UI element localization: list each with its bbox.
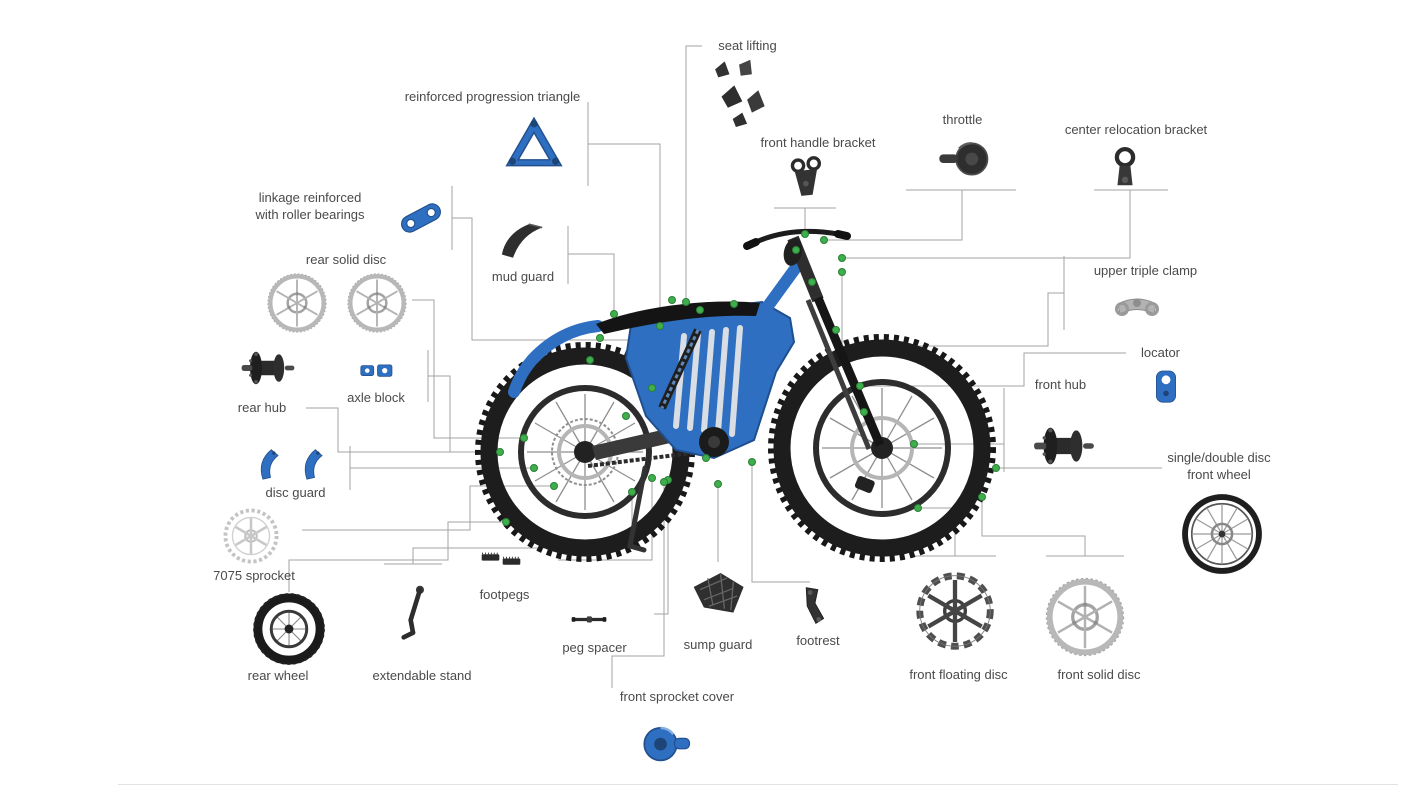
leader-upper-triple-clamp [841,272,1064,347]
rear-solid-disc-part-image-1 [268,274,326,332]
throttle-part-image [937,141,989,177]
leader-throttle [824,190,963,241]
part-label-7075-sprocket: 7075 sprocket [213,568,295,583]
bike-shock [658,328,702,410]
part-label-sump-guard: sump guard [683,637,753,652]
rear-hub-part-image [241,351,295,385]
bike-handlebar [743,228,851,250]
leader-seat-lifting [685,45,702,302]
sprocket-7075-part-image [225,510,276,561]
part-label-rear-wheel: rear wheel [247,668,309,683]
front-sprocket-cover-part-image [643,726,691,762]
front-handle-bracket-part-image [790,156,822,198]
part-label-seat-lifting: seat lifting [718,38,777,53]
rear-solid-disc-part-image-2 [348,274,406,332]
bike-front-wheel [768,334,996,562]
leader-rear-wheel [288,521,506,592]
bike-seat [596,301,760,334]
front-hub-part-image [1034,427,1094,465]
part-label-mud-guard: mud guard [491,269,555,284]
footrest-part-image [805,587,825,624]
leader-lines [288,45,1168,688]
leader-progression-triangle [588,143,661,326]
part-label-reinforced-progression-triangle: reinforced progression triangle [404,89,581,104]
part-label-rear-hub: rear hub [237,400,287,415]
upper-triple-clamp-part-image [1117,299,1158,315]
locator-part-image [1155,370,1177,403]
front-solid-disc-part-image [1046,578,1123,655]
part-label-throttle: throttle [942,112,983,127]
disc-guard-part-image-1 [260,449,279,480]
part-label-peg-spacer: peg spacer [562,640,627,655]
leader-7075-sprocket [302,485,554,531]
leader-mud-guard [568,253,615,314]
disc-guard-part-image-2 [304,449,323,480]
part-label-front-handle-bracket: front handle bracket [760,135,876,150]
part-label-upper-triple-clamp: upper triple clamp [1093,263,1198,278]
part-label-center-relocation-bracket: center relocation bracket [1064,122,1208,137]
sump-guard-part-image [692,572,745,614]
peg-spacer-part-image [571,616,607,623]
reinforced-progression-triangle-part-image [505,117,563,167]
bike-rear-fender [508,320,604,398]
leader-rear-hub [306,407,500,453]
part-label-disc-guard: disc guard [265,485,326,500]
front-wheel-part-image [1185,497,1259,571]
front-floating-disc-part-image [920,576,991,647]
part-label-footpegs: footpegs [479,587,530,602]
part-label-axle-block: axle block [347,390,405,405]
leader-footrest [751,462,810,583]
axle-block-part-image [359,364,393,378]
part-label-front-solid-disc: front solid disc [1057,667,1141,682]
part-label-single-double-disc-front-wheel: single/double disc front wheel [1167,450,1271,482]
leader-extendable-stand [412,492,633,564]
bike-kickstand [627,465,648,553]
part-label-linkage-reinforced: linkage reinforced with roller bearings [255,190,365,222]
part-label-locator: locator [1140,345,1181,360]
part-label-extendable-stand: extendable stand [372,668,472,683]
part-label-front-sprocket-cover: front sprocket cover [619,689,735,704]
footpegs-part-image [480,551,522,566]
center-relocation-bracket-part-image [1117,149,1133,185]
mud-guard-part-image [500,222,544,260]
leader-front-solid-disc [981,497,1086,556]
leader-center-bracket [842,190,1131,259]
leader-peg-spacer [654,480,669,615]
seat-lifting-part-image [715,59,765,127]
part-label-rear-solid-disc: rear solid disc [305,252,387,267]
part-label-footrest: footrest [796,633,840,648]
leader-rear-solid-disc [412,299,524,439]
linkage-part-image [398,200,444,236]
part-label-front-floating-disc: front floating disc [909,667,1008,682]
leader-locator [860,352,1126,387]
bike-illustration [475,228,996,562]
extendable-stand-part-image [404,586,424,638]
bike-frame [624,256,806,460]
part-label-front-hub: front hub [1034,377,1087,392]
rear-wheel-part-image [254,594,324,664]
bottom-divider [118,784,1398,785]
connection-markers [496,230,1000,526]
leader-front-sprocket-cover [611,482,665,688]
